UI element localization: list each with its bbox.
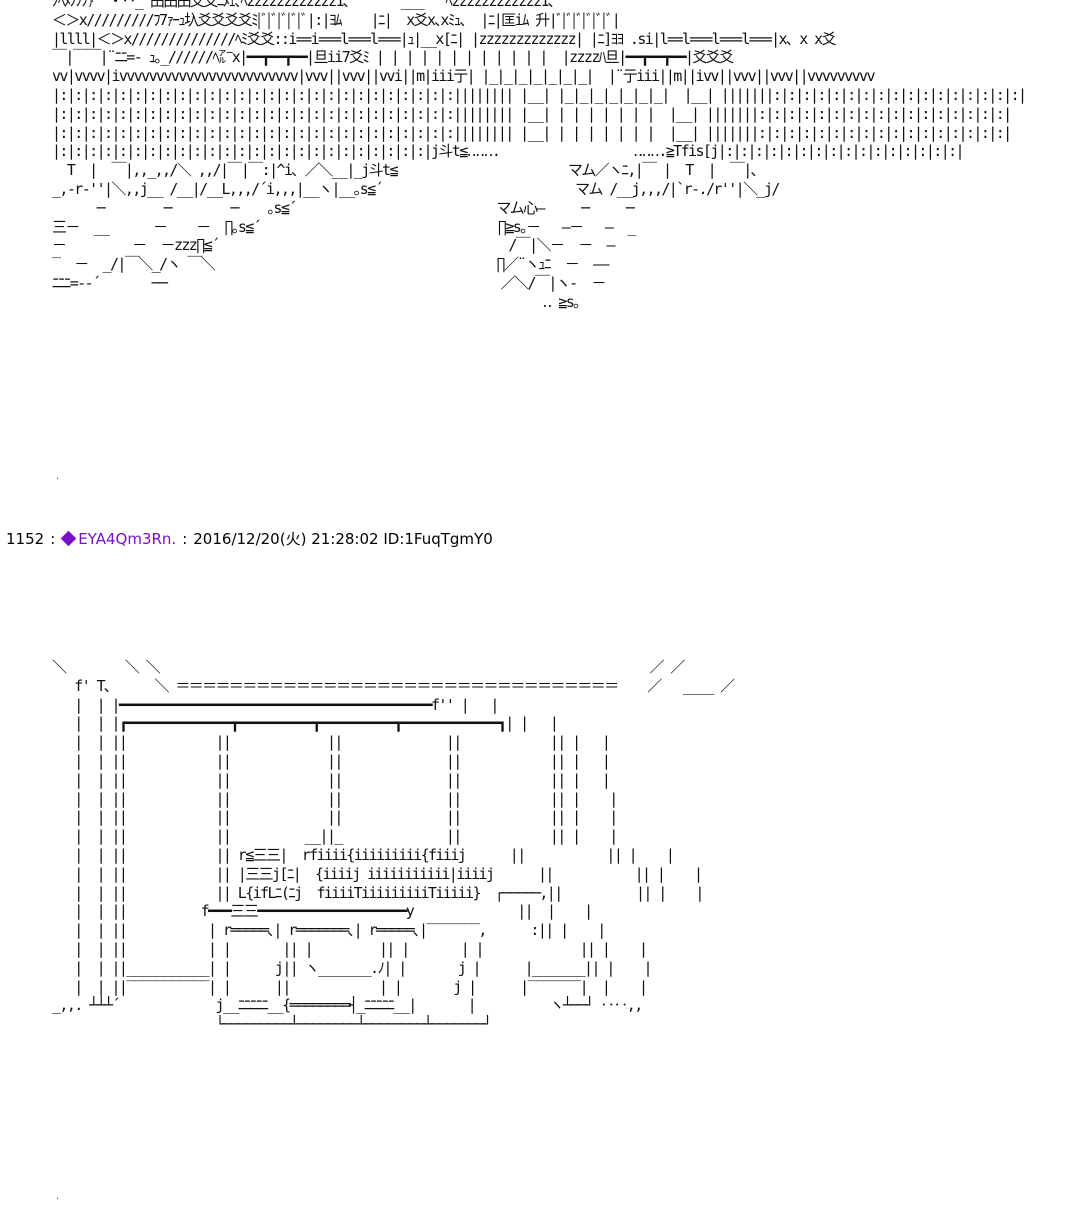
ascii-art-line: | | || || || || || | | xyxy=(52,808,618,827)
ascii-art-line: ─ ─ ─ ｡s≦´ マム心― ─ ─ xyxy=(52,198,635,217)
ascii-art-line: ￣|￣￣|¨ﾆﾆ=- ｭ｡_//////ﾍ㌃x|━━┳━━┳━━|旦ii7爻ﾐ … xyxy=(52,48,734,67)
ascii-art-line: | | || || |三三j[ﾆ| {iiiij iiiiiiiiiii|iii… xyxy=(52,864,703,883)
ascii-art-line: ﾆﾆﾆ=--´ ── ／＼/￣|ヽ- － xyxy=(52,273,606,292)
ascii-art-line: | | || || || || || | | xyxy=(52,789,618,808)
ascii-art-line: | | || | | || | || | | | || | | xyxy=(52,939,648,958)
ascii-art-line: － － －zzz∏≦´ /￣|＼－ － ― xyxy=(52,236,616,255)
ascii-art-line: ‾ － _/|￣＼_/ヽ ￣＼ ∏／¨ヽｭﾆ － ―― xyxy=(52,255,610,274)
ascii-art-line: | | || || L{ifLﾆ(ﾆj fiiiiTiiiiiiiiiTiiii… xyxy=(52,883,704,902)
ascii-art-line: vv|vvvv|ivvvvvvvvvvvvvvvvvvvvvvvv|vvv||v… xyxy=(52,67,876,86)
ascii-art-line: |:|:|:|:|:|:|:|:|:|:|:|:|:|:|:|:|:|:|:|:… xyxy=(52,104,1012,123)
stray-dot: . xyxy=(56,471,60,482)
poster-id[interactable]: ID:1FuqTgmY0 xyxy=(383,530,493,548)
ascii-art-line: ‥ ≧s｡ xyxy=(52,292,580,311)
post-number[interactable]: 1152 xyxy=(6,530,45,548)
ascii-art-line: | | || || r≦三三| rfiiii{iiiiiiiii{fiiij |… xyxy=(52,845,675,864)
ascii-art-line: | | || | r═════､| r═══════､| r═════､|‾‾‾… xyxy=(52,921,606,940)
ascii-art-line: | | ||‾‾‾‾‾‾‾‾‾‾‾| | || | | j | |‾‾‾‾‾‾‾… xyxy=(52,977,648,996)
trip-diamond-icon xyxy=(60,530,77,547)
ascii-art-line: | | || || || || || | | xyxy=(52,751,611,770)
ascii-art-line: 三－ __ － － ∏｡s≦´ ∏≧s｡－ ―－ ― _ xyxy=(52,217,636,236)
post-header-separator: : xyxy=(50,530,56,548)
ascii-art-line: |:|:|:|:|:|:|:|:|:|:|:|:|:|:|:|:|:|:|:|:… xyxy=(52,142,965,161)
ascii-art-line: T | ￣|,,_,,/＼ ,,/|￣|￣:|^i､ ／＼__|_j斗t≦ マム… xyxy=(52,161,758,180)
ascii-art-line: |:|:|:|:|:|:|:|:|:|:|:|:|:|:|:|:|:|:|:|:… xyxy=(52,85,1027,104)
post-header: 1152:EYA4Qm3Rn.:2016/12/20(火) 21:28:02 I… xyxy=(6,528,493,550)
ascii-art-line: | | || || __||_ || || | | xyxy=(52,827,618,846)
ascii-art-line: | | |┏━━━━━━━━━━━━━━┳━━━━━━━━━━┳━━━━━━━━… xyxy=(52,714,559,733)
post-datetime: 2016/12/20(火) 21:28:02 xyxy=(193,530,379,548)
ascii-art-line: | | || || || || || | | xyxy=(52,733,611,752)
ascii-art-line: | | || f━━━三三━━━━━━━━━━━━━━━━━━━━y || | … xyxy=(52,902,593,921)
ascii-art-line: | | |━━━━━━━━━━━━━━━━━━━━━━━━━━━━━━━━━━━… xyxy=(52,695,499,714)
ascii-art-line: |:|:|:|:|:|:|:|:|:|:|:|:|:|:|:|:|:|:|:|:… xyxy=(52,123,1012,142)
ascii-art-line: └─────────┴────────┴────────┴───────┘ xyxy=(52,1015,492,1034)
ascii-art-line: ＜＞x/////////ﾌ7ｧｰｭ圦爻爻爻爻ﾐ|ﾞ|ﾞ|ﾞ|ﾞ|ﾞ|:|ﾖﾑ |… xyxy=(52,10,621,29)
ascii-art-line: |llll|＜＞x//////////////ﾍﾐ爻爻::i==i===l===… xyxy=(52,29,837,48)
ascii-art-line: | | ||___________| | j|| ヽ_______.ﾉ| | j… xyxy=(52,958,652,977)
ascii-art-line: ﾉﾍﾒﾉﾉﾉｧ ・‥_ 田田田爻爻ﾆﾒｪ､ﾍzzzzzzzzzzzz1､ ___… xyxy=(52,0,555,10)
ascii-art-line: _,,. ┴┴┴´ j__ﾆﾆﾆﾆﾆ__{════════┤_ﾆﾆﾆﾆﾆ__| … xyxy=(52,996,643,1015)
ascii-art-line: | | || || || || || | | xyxy=(52,770,611,789)
ascii-art-line: f' T､ ＼ ＝＝＝＝＝＝＝＝＝＝＝＝＝＝＝＝＝＝＝＝＝＝＝＝＝＝＝＝＝＝＝＝… xyxy=(52,676,735,695)
ascii-art-room: ＼ ＼ ＼ ／ ／ f' T､ ＼ ＝＝＝＝＝＝＝＝＝＝＝＝＝＝＝＝＝＝＝＝＝＝… xyxy=(52,658,1012,1088)
ascii-art-line: ＼ ＼ ＼ ／ ／ xyxy=(52,658,685,676)
stray-dot: . xyxy=(56,1191,60,1202)
poster-name[interactable]: EYA4Qm3Rn. xyxy=(78,530,177,548)
post-header-separator: : xyxy=(182,530,188,548)
ascii-art-top: ﾉﾍﾒﾉﾉﾉｧ ・‥_ 田田田爻爻ﾆﾒｪ､ﾍzzzzzzzzzzzz1､ ___… xyxy=(52,0,1052,372)
ascii-art-line: _,-r‐''|＼,,j__ /__|/__L,,,/´i,,,|__ヽ|__｡… xyxy=(52,179,780,198)
